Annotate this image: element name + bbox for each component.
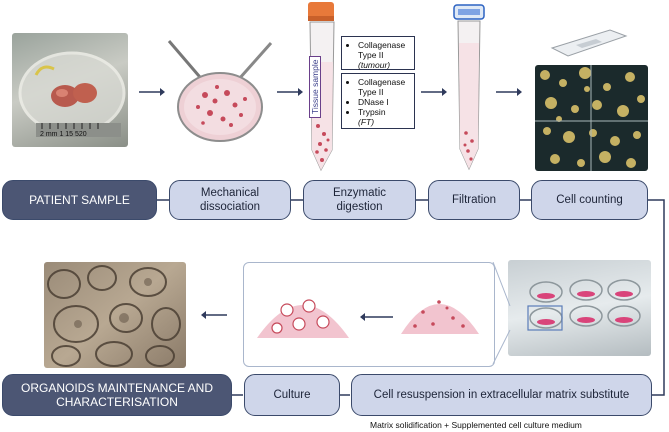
organoid-microscopy [44,262,186,368]
enzyme-note-label: (FT) [358,117,375,127]
zoom-lines [492,262,511,365]
plate-wells [527,279,641,331]
filter-tube-icon [453,4,485,171]
enzyme-note-label: (tumour) [358,60,391,70]
flow-connectors [157,199,665,396]
matrix-caption: Matrix solidification + Supplemented cel… [370,420,582,430]
cell-counting-microscopy [535,65,648,171]
arrow-right-icon [496,88,522,96]
enzyme-note-tumour: Collagenase Type II (tumour) [341,36,415,70]
step-cell-resuspension: Cell resuspension in extracellular matri… [351,374,652,416]
step-culture: Culture [244,374,340,416]
counting-slide-icon [550,29,628,57]
mechanical-dissociation-illustration [167,40,273,142]
matrix-domes [257,299,479,338]
ruler-text: 2 mm 1 15 520 [40,131,87,138]
enzyme-item: DNase I [358,97,410,107]
patient-sample-photo: 2 mm 1 15 520 [12,33,128,147]
step-filtration: Filtration [428,180,520,220]
enzyme-item: Collagenase Type II [358,40,410,60]
step-cell-counting: Cell counting [531,180,648,220]
enzyme-note-ft: Collagenase Type II DNase I Trypsin (FT) [341,73,415,129]
enzyme-item: Trypsin [358,107,410,117]
arrow-right-icon [421,88,447,96]
step-patient-sample: PATIENT SAMPLE [2,180,157,220]
tube-label: Tissue sample [309,55,321,118]
culture-plate-photo [508,260,651,356]
arrow-right-icon [139,88,165,96]
step-enzymatic-digestion: Enzymatic digestion [303,180,416,220]
arrow-left-icon [201,311,227,319]
petri-dish-with-tissue: 2 mm 1 15 520 [18,51,126,138]
organoid-cells [47,265,181,367]
step-organoids-maintenance: ORGANOIDS MAINTENANCE AND CHARACTERISATI… [2,374,232,416]
enzyme-item: Collagenase Type II [358,77,410,97]
cell-grid [535,65,648,171]
conical-tube-icon [308,2,335,172]
arrow-right-icon [277,88,303,96]
step-mechanical-dissociation: Mechanical dissociation [169,180,291,220]
